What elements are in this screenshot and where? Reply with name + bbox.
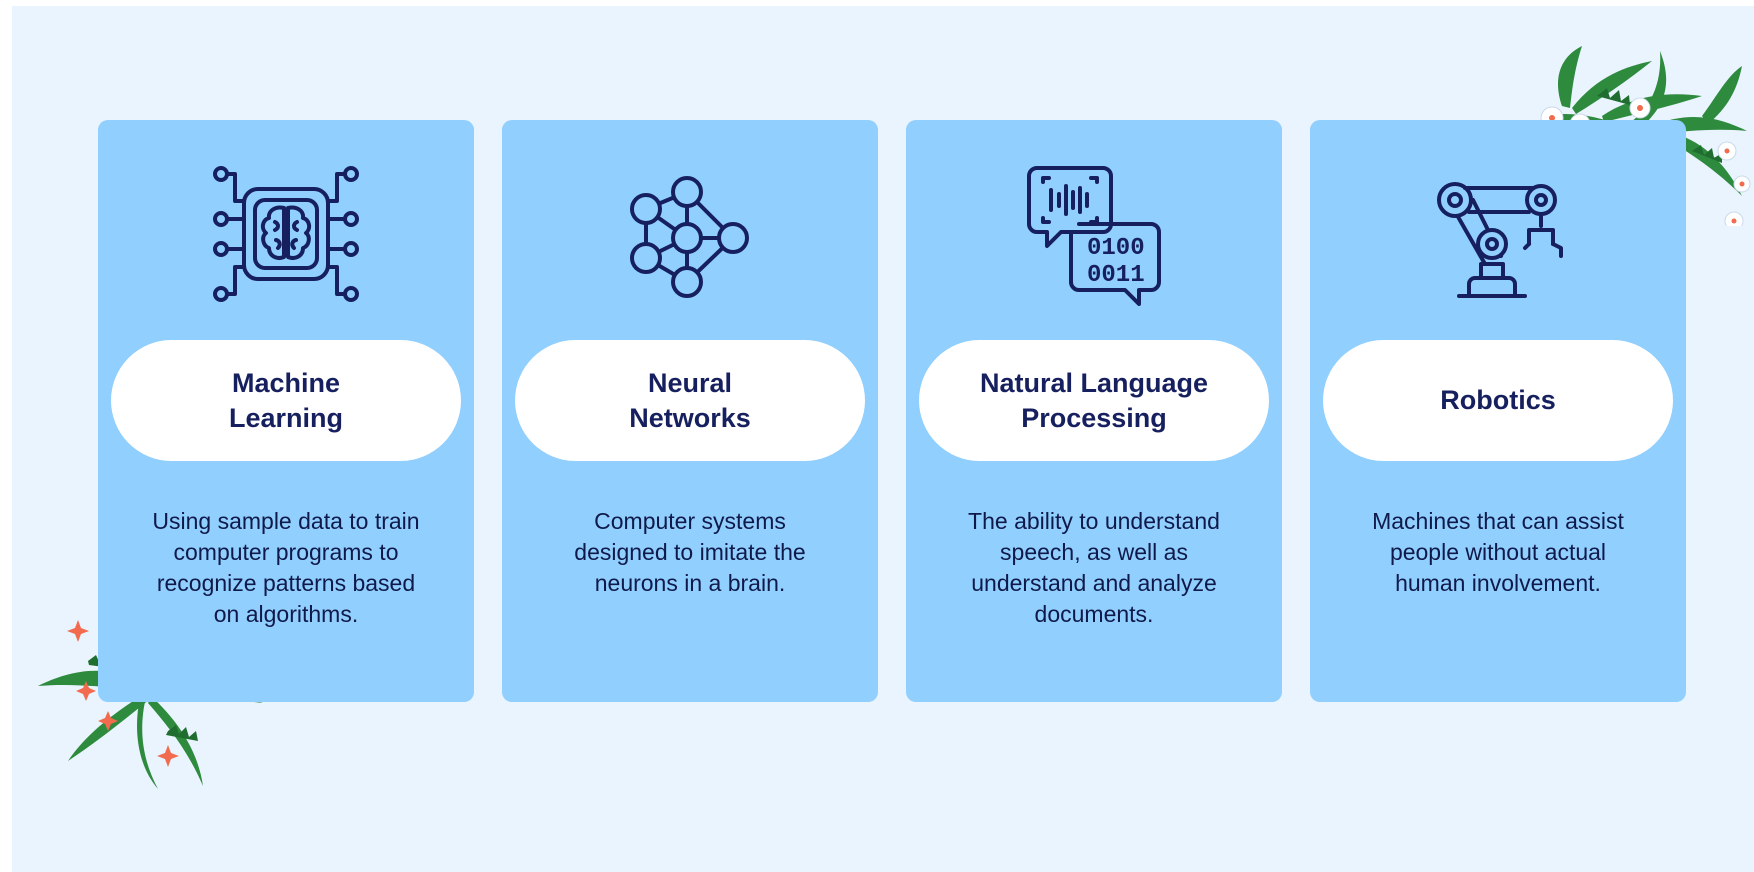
title-pill: Neural Networks bbox=[515, 340, 865, 461]
speech-binary-icon: 0100 0011 bbox=[906, 164, 1282, 306]
card-description: Machines that can assist people without … bbox=[1372, 508, 1624, 596]
card-title: Machine Learning bbox=[228, 367, 343, 433]
robotic-arm-icon bbox=[1310, 164, 1686, 304]
card-description: Using sample data to train computer prog… bbox=[152, 508, 420, 627]
brain-chip-icon bbox=[98, 164, 474, 304]
diagram-canvas: Machine Learning Using sample data to tr… bbox=[12, 6, 1754, 872]
binary-bottom-text: 0011 bbox=[1087, 262, 1145, 289]
card-title: Neural Networks bbox=[629, 367, 751, 433]
neural-network-icon bbox=[502, 164, 878, 304]
card-description: Computer systems designed to imitate the… bbox=[574, 508, 806, 596]
title-pill: Natural Language Processing bbox=[919, 340, 1269, 461]
card-machine-learning: Machine Learning Using sample data to tr… bbox=[98, 120, 474, 702]
title-pill: Machine Learning bbox=[111, 340, 461, 461]
card-neural-networks: Neural Networks Computer systems designe… bbox=[502, 120, 878, 702]
card-natural-language-processing: 0100 0011 Natural Language Processing Th… bbox=[906, 120, 1282, 702]
card-description: The ability to understand speech, as wel… bbox=[968, 508, 1220, 627]
binary-top-text: 0100 bbox=[1087, 235, 1145, 262]
card-title: Natural Language Processing bbox=[979, 367, 1209, 433]
title-pill: Robotics bbox=[1323, 340, 1673, 461]
card-title: Robotics bbox=[1440, 385, 1556, 415]
card-robotics: Robotics Machines that can assist people… bbox=[1310, 120, 1686, 702]
